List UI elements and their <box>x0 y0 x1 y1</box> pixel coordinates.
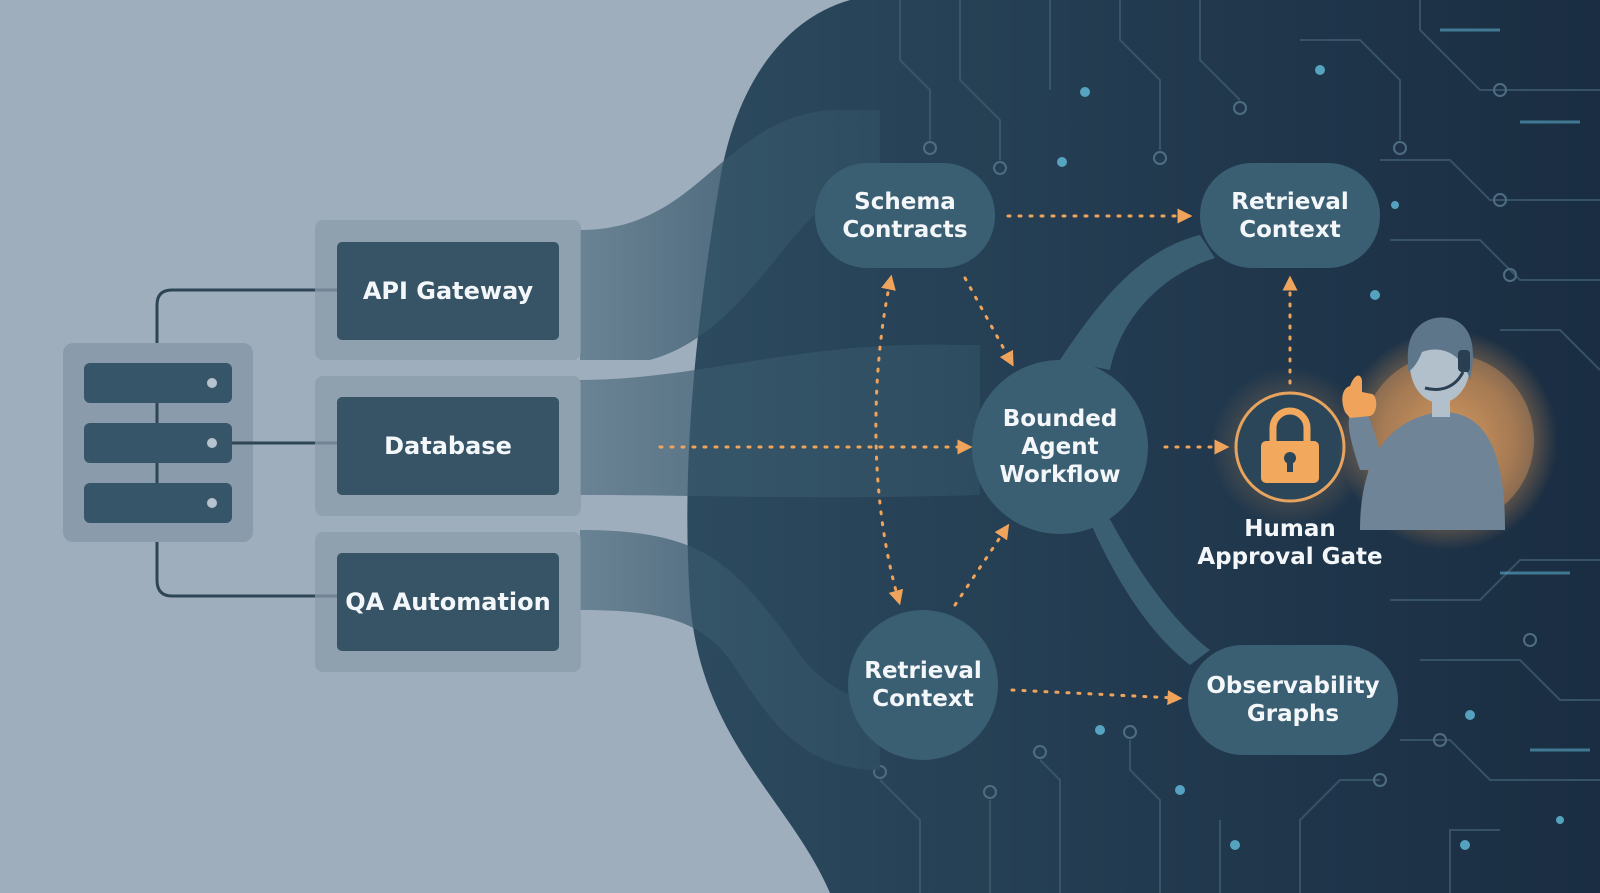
source-box-api-gateway <box>315 220 581 360</box>
arrow-retrieval-bottom-to-agent <box>953 523 1010 607</box>
source-box-qa-automation <box>315 532 581 672</box>
circuit-glow-streaks <box>1440 28 1590 752</box>
label-retrieval-context-top: Retrieval Context <box>1231 188 1349 243</box>
node-bounded-agent-workflow <box>972 360 1148 534</box>
padlock-icon <box>1261 407 1319 483</box>
arrow-schema-to-agent <box>963 276 1014 367</box>
label-schema-contracts: Schema Contracts <box>842 188 968 243</box>
circuit-nodes <box>873 83 1537 799</box>
source-box-database <box>315 376 581 516</box>
agent-workflow-branches <box>1060 235 1215 370</box>
node-retrieval-context-top <box>1200 163 1380 268</box>
circuit-glow-dots <box>1057 65 1564 850</box>
label-bounded-agent-workflow: Bounded Agent Workflow <box>999 406 1121 488</box>
source-label-api-gateway: API Gateway <box>362 277 534 305</box>
label-human-approval-gate: Human Approval Gate <box>1197 516 1383 570</box>
flow-arrows <box>658 208 1298 706</box>
server-stack-icon <box>63 343 253 542</box>
node-schema-contracts <box>815 163 995 268</box>
label-retrieval-context-bottom: Retrieval Context <box>864 658 982 712</box>
source-label-qa-automation: QA Automation <box>345 588 551 616</box>
node-retrieval-context-bottom <box>848 610 998 760</box>
label-observability-graphs: Observability Graphs <box>1206 673 1380 727</box>
flow-ribbons <box>580 110 980 770</box>
support-agent-headset-thumbs-up-icon <box>1342 317 1505 530</box>
agent-workflow-branch-lower <box>1085 500 1210 665</box>
circuit-traces <box>879 0 1600 893</box>
node-observability-graphs <box>1188 645 1398 755</box>
source-label-database: Database <box>384 432 512 460</box>
